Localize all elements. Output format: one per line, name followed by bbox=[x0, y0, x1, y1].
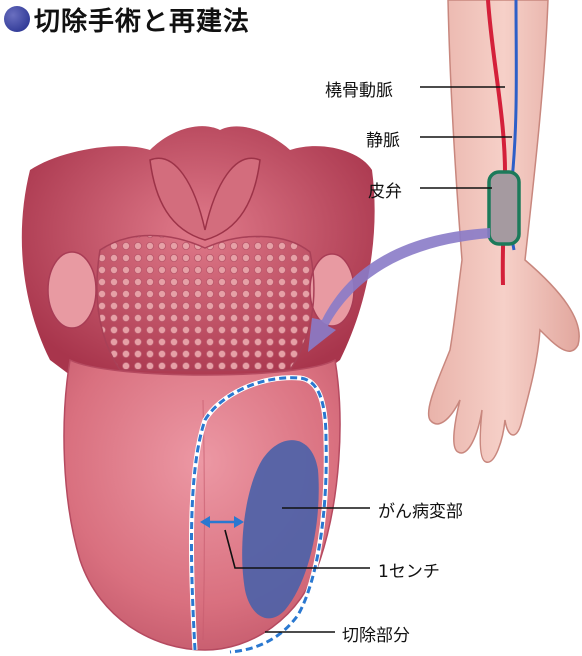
label-resection: 切除部分 bbox=[342, 621, 410, 646]
left-tonsil bbox=[48, 252, 96, 328]
label-skin-flap: 皮弁 bbox=[368, 177, 402, 202]
skin-flap bbox=[489, 172, 519, 244]
label-vein: 静脈 bbox=[366, 126, 400, 151]
throat bbox=[22, 126, 375, 390]
label-margin: 1センチ bbox=[378, 557, 440, 582]
label-cancer-lesion: がん病変部 bbox=[378, 497, 463, 522]
label-radial-artery: 橈骨動脈 bbox=[325, 76, 393, 101]
